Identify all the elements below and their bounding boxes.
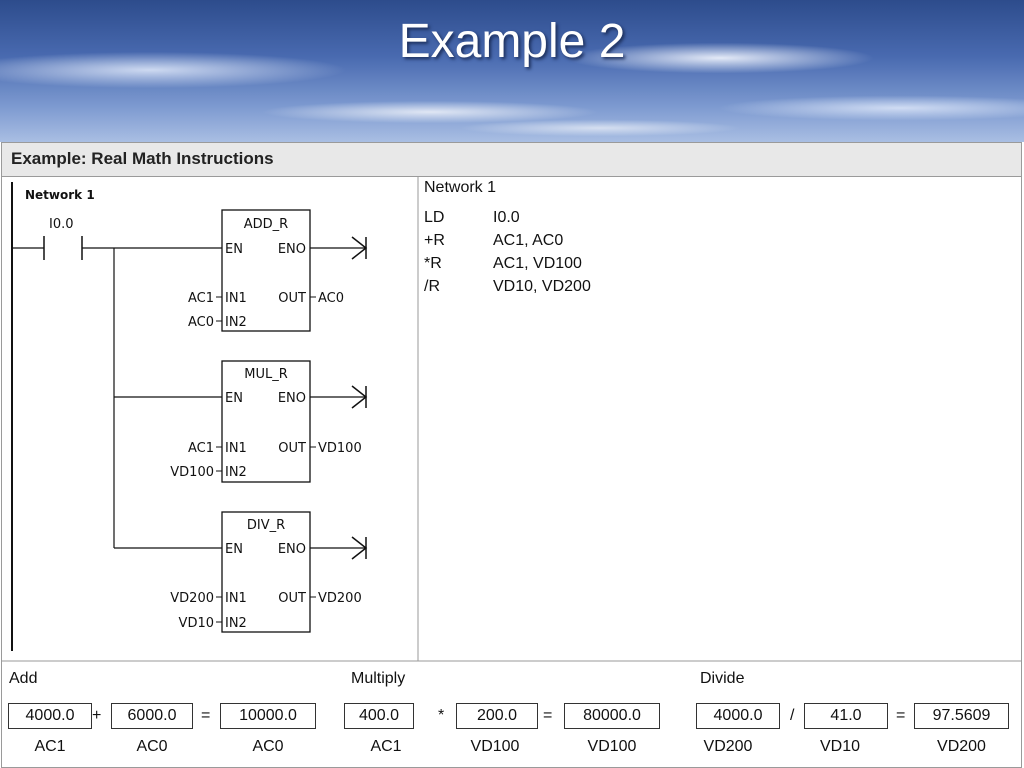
stl-operand: AC1, VD100 [493, 255, 582, 272]
multiply-result-register: VD100 [587, 738, 637, 755]
en-pin: EN [225, 542, 243, 557]
en-pin: EN [225, 391, 243, 406]
multiply-equals: = [543, 707, 553, 724]
eno-pin: ENO [278, 391, 306, 406]
out-operand: VD200 [318, 591, 362, 606]
multiply-operand-a-register: AC1 [370, 738, 402, 755]
multiply-label: Multiply [351, 670, 406, 687]
figure-panel: Example: Real Math Instructions [1, 142, 1022, 768]
stl-opcode: /R [424, 278, 440, 295]
multiply-operand-b: 200.0 [456, 703, 538, 729]
in2-pin: IN2 [225, 315, 247, 330]
divide-result: 97.5609 [914, 703, 1009, 729]
multiply-result: 80000.0 [564, 703, 660, 729]
stl-opcode: +R [424, 232, 445, 249]
add-operand-a: 4000.0 [8, 703, 92, 729]
in2-pin: IN2 [225, 465, 247, 480]
out-pin: OUT [278, 441, 306, 456]
mul-r-block: MUL_R EN ENO IN1 IN2 OUT AC1 VD100 VD100 [170, 360, 368, 483]
in1-pin: IN1 [225, 441, 247, 456]
in1-pin: IN1 [225, 591, 247, 606]
in2-operand: VD100 [170, 465, 214, 480]
divide-operand-b-register: VD10 [819, 738, 861, 755]
in1-operand: VD200 [170, 591, 214, 606]
out-pin: OUT [278, 291, 306, 306]
contact-i0-0: I0.0 [12, 217, 222, 260]
multiply-operator: * [438, 707, 445, 724]
in1-pin: IN1 [225, 291, 247, 306]
add-r-block: ADD_R EN ENO IN1 IN2 OUT AC1 AC0 AC0 [188, 209, 368, 332]
div-r-block: DIV_R EN ENO IN1 IN2 OUT VD200 VD10 VD20… [170, 511, 368, 633]
in1-operand: AC1 [188, 441, 214, 456]
title-banner: Example 2 [0, 0, 1024, 142]
in1-operand: AC1 [188, 291, 214, 306]
block-name: MUL_R [244, 367, 288, 382]
contact-label: I0.0 [49, 217, 74, 232]
multiply-operand-a: 400.0 [344, 703, 414, 729]
divide-result-register: VD200 [937, 738, 986, 755]
eno-pin: ENO [278, 542, 306, 557]
out-operand: AC0 [318, 291, 344, 306]
block-name: DIV_R [247, 518, 285, 533]
divide-operand-a: 4000.0 [696, 703, 780, 729]
stl-opcode: *R [424, 255, 442, 272]
add-equals: = [201, 707, 211, 724]
slide-title: Example 2 [398, 15, 626, 68]
add-operand-a-register: AC1 [34, 738, 66, 755]
block-name: ADD_R [244, 217, 288, 232]
stl-operand: I0.0 [493, 209, 520, 226]
divide-label: Divide [700, 670, 745, 687]
multiply-operand-b-register: VD100 [470, 738, 520, 755]
stl-operand: AC1, AC0 [493, 232, 564, 249]
in2-operand: VD10 [179, 616, 214, 631]
network-label: Network 1 [25, 188, 95, 202]
in2-operand: AC0 [188, 315, 214, 330]
eno-pin: ENO [278, 242, 306, 257]
divide-operand-b: 41.0 [804, 703, 888, 729]
divide-operator: / [790, 707, 795, 724]
stl-operand: VD10, VD200 [493, 278, 591, 295]
add-result-register: AC0 [252, 738, 284, 755]
divide-operand-a-register: VD200 [703, 738, 753, 755]
add-result: 10000.0 [220, 703, 316, 729]
add-operand-b: 6000.0 [111, 703, 193, 729]
add-operand-b-register: AC0 [136, 738, 168, 755]
stl-network-title: Network 1 [424, 179, 497, 196]
figure-title: Example: Real Math Instructions [11, 149, 274, 168]
divide-equals: = [896, 707, 906, 724]
stl-opcode: LD [424, 209, 445, 226]
figure-header: Example: Real Math Instructions [2, 143, 1021, 177]
add-label: Add [9, 670, 38, 687]
add-operator: + [92, 707, 102, 724]
en-pin: EN [225, 242, 243, 257]
out-pin: OUT [278, 591, 306, 606]
in2-pin: IN2 [225, 616, 247, 631]
out-operand: VD100 [318, 441, 362, 456]
